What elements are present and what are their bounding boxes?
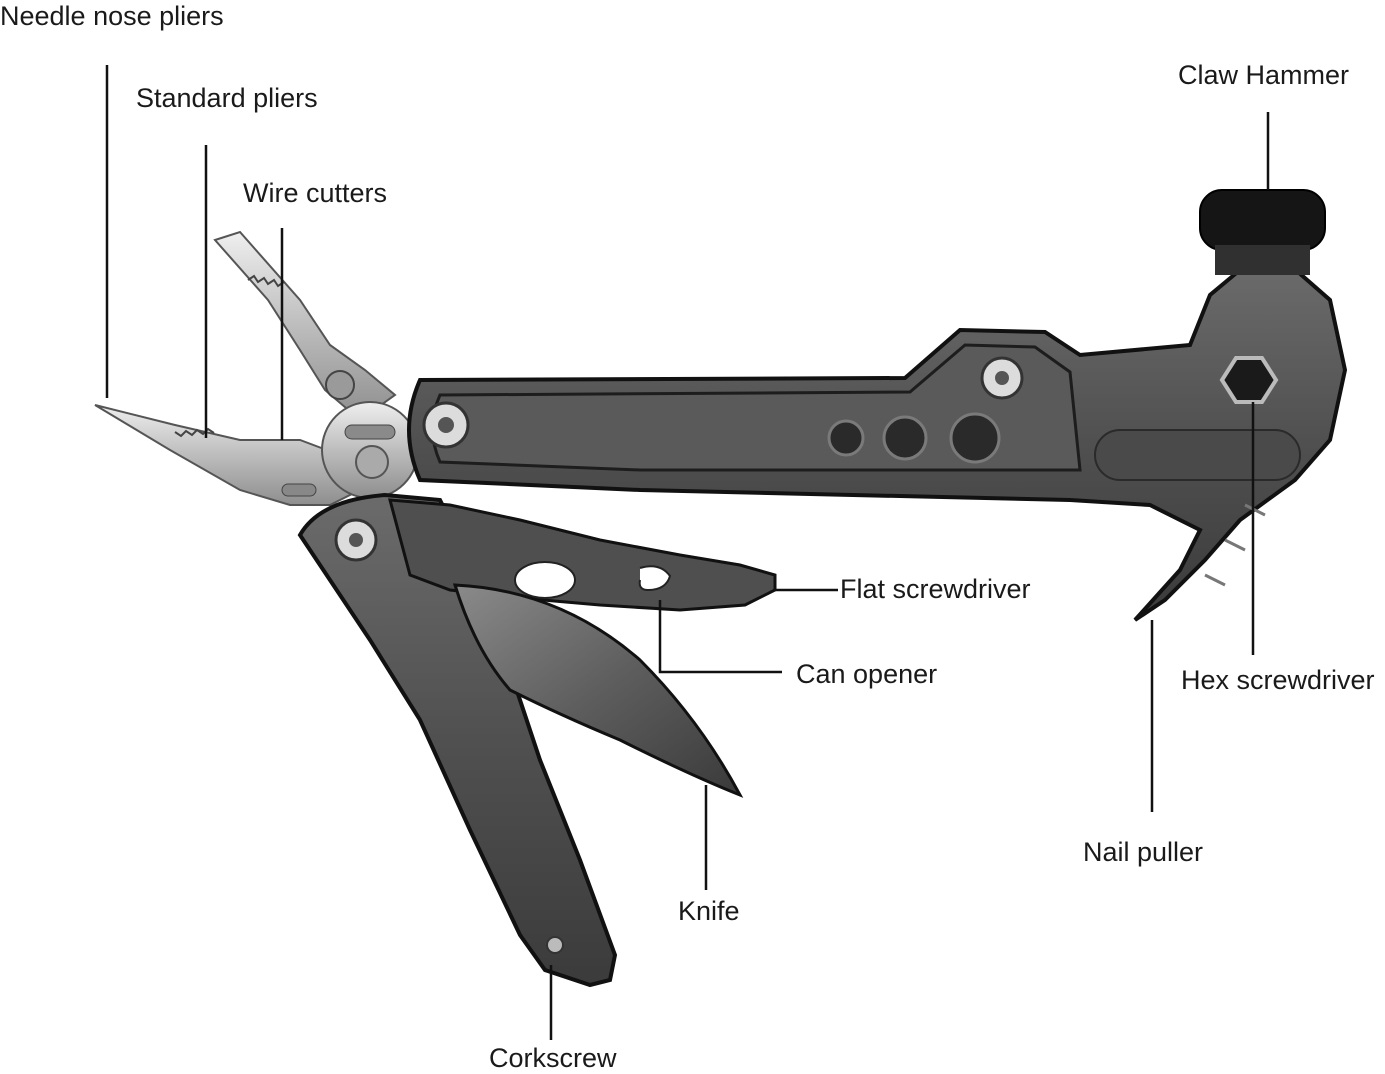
label-claw-hammer: Claw Hammer bbox=[1178, 60, 1350, 90]
label-nail-puller: Nail puller bbox=[1083, 837, 1204, 867]
upper-plier-jaw bbox=[213, 230, 397, 422]
can-opener-hook bbox=[638, 565, 672, 592]
pivot-slot bbox=[344, 424, 396, 440]
handle-hole-small bbox=[827, 419, 865, 457]
label-wire-cutters: Wire cutters bbox=[243, 178, 388, 208]
opener-hole bbox=[514, 561, 576, 599]
hammer-head-cap bbox=[1199, 189, 1326, 251]
handle-screw-left-head bbox=[438, 417, 454, 433]
label-corkscrew: Corkscrew bbox=[489, 1043, 617, 1073]
leader-can-opener bbox=[658, 600, 782, 674]
upper-jaw-serrations bbox=[247, 274, 285, 288]
lower-plier-jaw bbox=[94, 404, 362, 506]
label-needle-nose-pliers: Needle nose pliers bbox=[0, 1, 224, 31]
handle-hole-medium bbox=[882, 415, 928, 461]
pivot-center bbox=[355, 445, 389, 479]
hammer-neck bbox=[1215, 245, 1310, 275]
label-standard-pliers: Standard pliers bbox=[136, 83, 318, 113]
label-knife: Knife bbox=[678, 896, 740, 926]
leader-lines bbox=[105, 65, 1270, 1040]
handle-screw-right-head bbox=[995, 371, 1009, 385]
label-hex-screwdriver: Hex screwdriver bbox=[1181, 665, 1375, 695]
lower-handle bbox=[297, 492, 618, 988]
claw-grooves bbox=[1204, 503, 1266, 587]
handle-hole-large bbox=[949, 412, 1001, 464]
lower-jaw-slot bbox=[281, 483, 317, 497]
lower-handle-rivet bbox=[546, 936, 564, 954]
upper-jaw-rivet bbox=[325, 370, 355, 400]
hex-screwdriver-hole bbox=[1219, 356, 1279, 404]
knife-blade bbox=[452, 583, 744, 798]
label-flat-screwdriver: Flat screwdriver bbox=[840, 574, 1031, 604]
lower-handle-screw-head bbox=[349, 533, 363, 547]
hammer-face-slot bbox=[1094, 429, 1301, 481]
label-can-opener: Can opener bbox=[796, 659, 938, 689]
